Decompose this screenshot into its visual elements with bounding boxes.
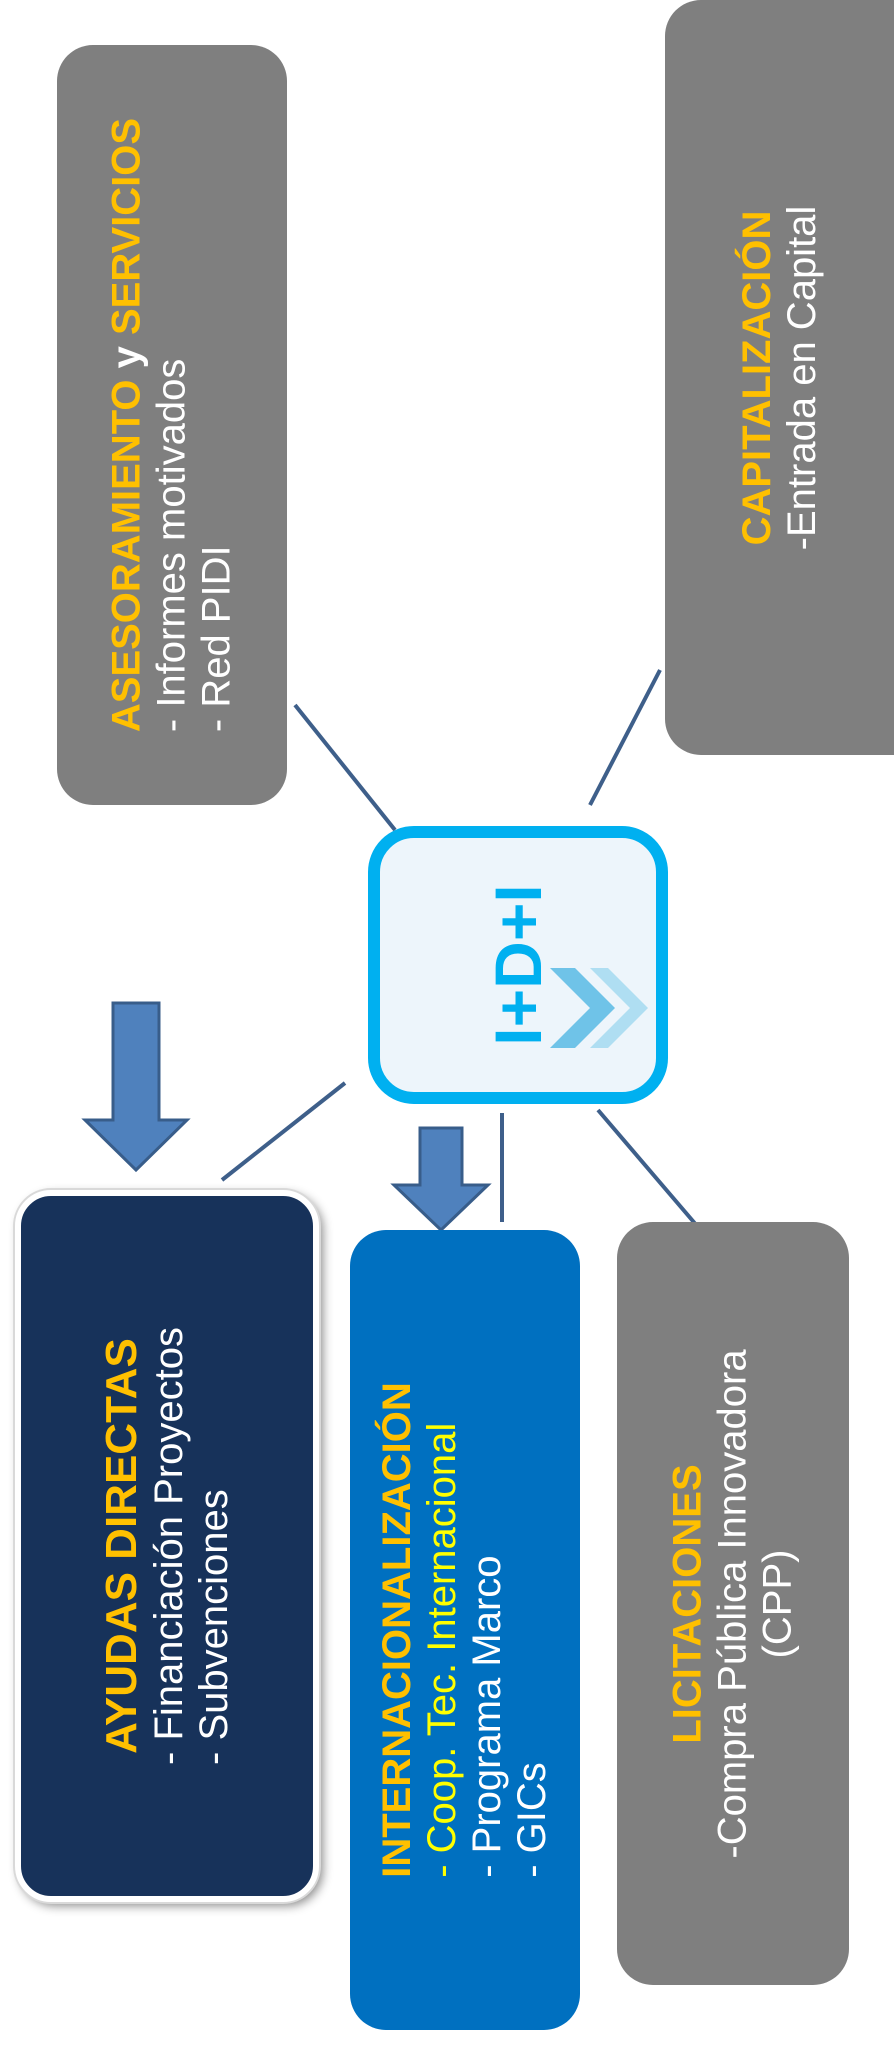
licitaciones-item: (CPP): [755, 1549, 800, 1658]
internacionalizacion-item: - GICs: [510, 1762, 554, 1878]
licitaciones-title: LICITACIONES: [665, 1463, 710, 1744]
internacionalizacion-title: INTERNACIONALIZACIÓN: [375, 1382, 419, 1878]
ayudas-item: - Financiación Proyectos: [147, 1327, 191, 1765]
connector-licitaciones: [596, 1108, 700, 1229]
arrow-down-internacionalizacion: [390, 1126, 492, 1233]
connector-ayudas: [220, 1081, 347, 1182]
capitalizacion-title: CAPITALIZACIÓN: [734, 210, 779, 545]
connector-asesoramiento: [293, 703, 397, 832]
licitaciones-text: LICITACIONES -Compra Pública Innovadora …: [666, 1349, 801, 1858]
internacionalizacion-item: - Coop. Tec. Internacional: [420, 1422, 464, 1878]
asesoramiento-item: - Informes motivados: [149, 358, 194, 733]
licitaciones-item: -Compra Pública Innovadora: [710, 1348, 755, 1859]
internacionalizacion-text: INTERNACIONALIZACIÓN - Coop. Tec. Intern…: [375, 1382, 555, 1878]
asesoramiento-text: ASESORAMIENTO y SERVICIOS - Informes mot…: [105, 118, 240, 732]
capitalizacion-box: CAPITALIZACIÓN -Entrada en Capital: [665, 0, 894, 755]
asesoramiento-item: - Red PIDI: [194, 545, 239, 733]
asesoramiento-box: ASESORAMIENTO y SERVICIOS - Informes mot…: [57, 45, 287, 805]
connector-capitalizacion: [588, 669, 662, 806]
ayudas-text: AYUDAS DIRECTAS - Financiación Proyectos…: [97, 1327, 237, 1765]
asesoramiento-title: ASESORAMIENTO y SERVICIOS: [104, 117, 149, 733]
licitaciones-box: LICITACIONES -Compra Pública Innovadora …: [617, 1222, 849, 1985]
internacionalizacion-box: INTERNACIONALIZACIÓN - Coop. Tec. Intern…: [350, 1230, 580, 2030]
capitalizacion-text: CAPITALIZACIÓN -Entrada en Capital: [735, 205, 825, 550]
ayudas-title: AYUDAS DIRECTAS: [97, 1338, 146, 1754]
logo-icon: [550, 968, 648, 1048]
center-logo-box: I+D+I: [368, 826, 668, 1104]
capitalizacion-item: -Entrada en Capital: [779, 205, 824, 550]
internacionalizacion-item: - Programa Marco: [465, 1555, 509, 1878]
arrow-down-ayudas: [81, 1001, 191, 1173]
ayudas-box: AYUDAS DIRECTAS - Financiación Proyectos…: [15, 1190, 319, 1902]
ayudas-item: - Subvenciones: [192, 1489, 236, 1765]
